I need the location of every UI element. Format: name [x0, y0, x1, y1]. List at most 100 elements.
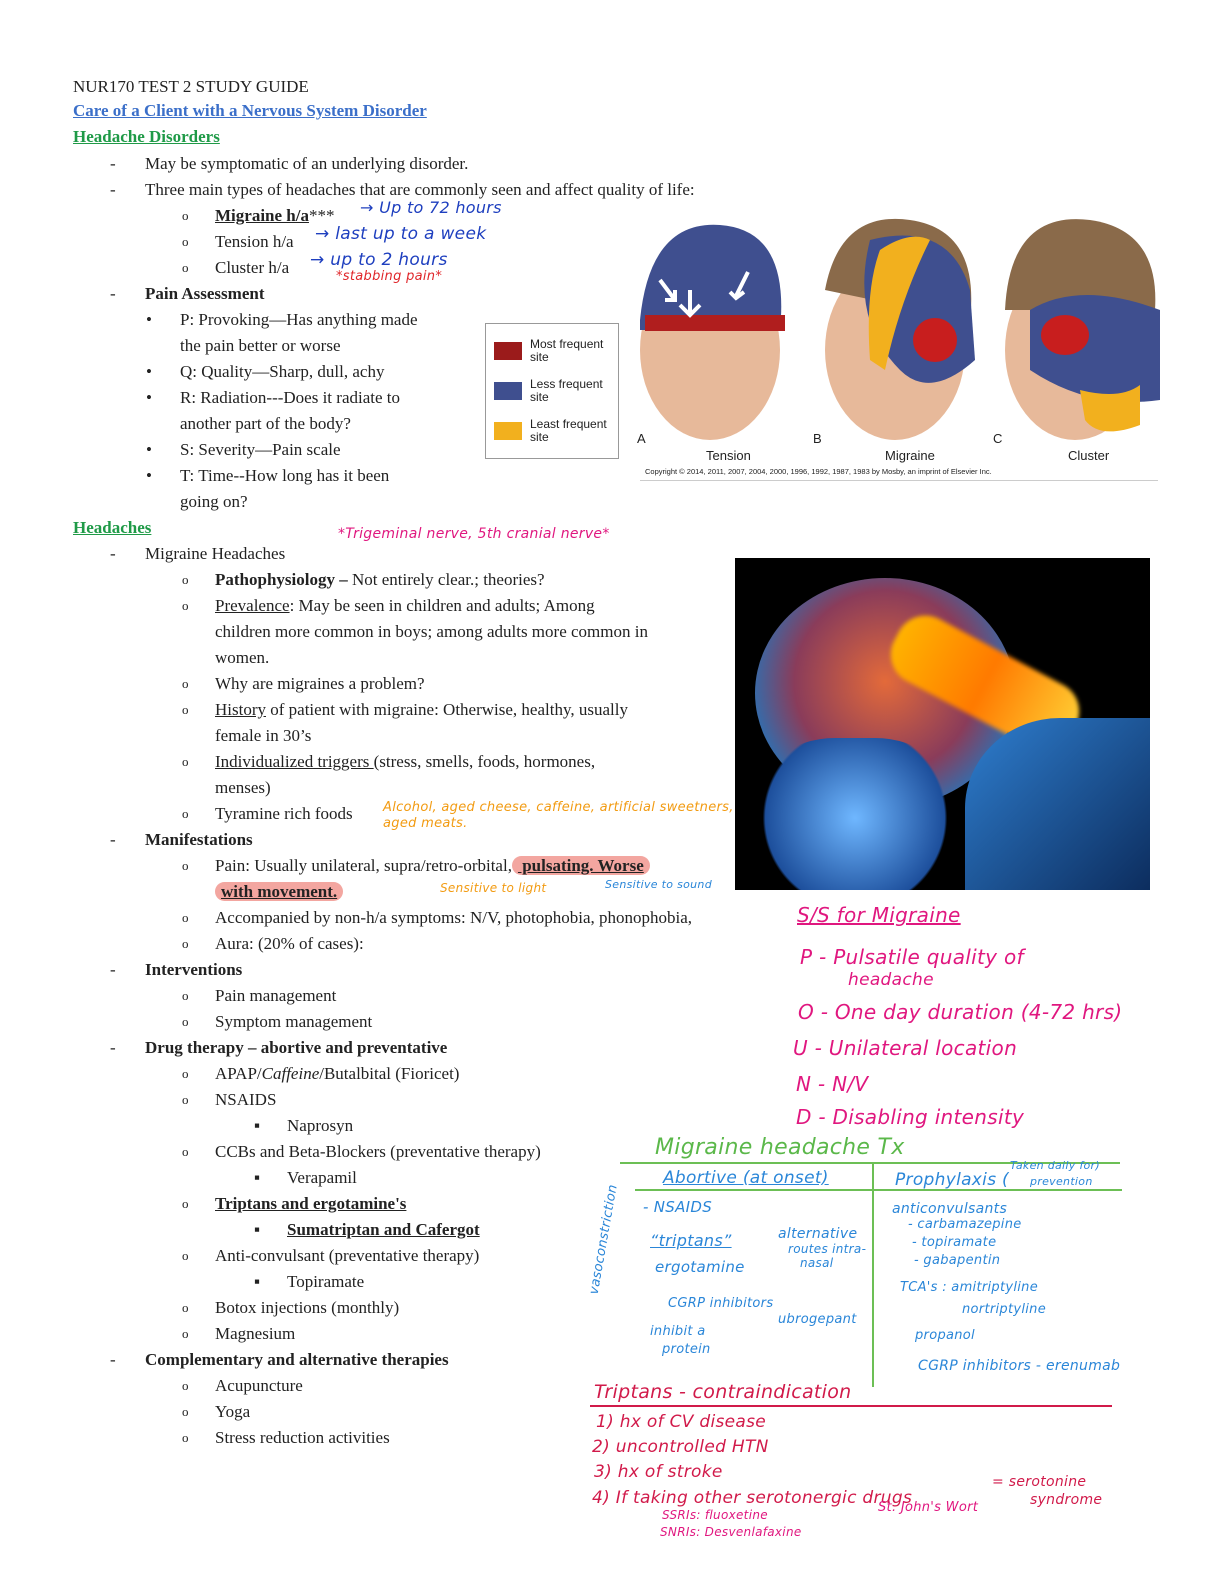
tx-note: Taken daily for)	[1010, 1159, 1100, 1172]
line-text: (stress, smells, foods, hormones,	[373, 752, 596, 771]
line-text: T: Time--How long has it been	[180, 466, 390, 485]
bullet: o	[182, 1014, 189, 1029]
note-light: Sensitive to light	[440, 881, 547, 895]
bullet: -	[110, 960, 116, 979]
line-text: Pain management	[215, 986, 337, 1005]
contra-title: Triptans - contraindication	[594, 1381, 852, 1403]
tx-item: anticonvulsants	[892, 1201, 1008, 1217]
bullet: o	[182, 1430, 189, 1445]
line-text: Botox injections (monthly)	[215, 1298, 400, 1317]
note-trigeminal: *Trigeminal nerve, 5th cranial nerve*	[338, 526, 610, 542]
legend-swatch	[494, 422, 522, 440]
figure-legend: Most frequent site Less frequent site Le…	[485, 323, 619, 459]
line-text: pulsating. Worse	[511, 856, 650, 875]
bullet: ▪	[254, 1168, 261, 1187]
divider	[640, 480, 1158, 481]
line-text: Aura: (20% of cases):	[215, 934, 364, 953]
tx-item: ubrogepant	[778, 1312, 857, 1327]
bullet: o	[182, 1326, 189, 1341]
panel-label: Tension	[706, 448, 751, 463]
bullet: o	[182, 936, 189, 951]
subheading-headache-disorders: Headache Disorders	[73, 127, 220, 146]
note-sound: Sensitive to sound	[605, 878, 712, 891]
line-text: Drug therapy – abortive and preventative	[145, 1038, 448, 1057]
line-text: History	[215, 700, 266, 719]
tx-item: - carbamazepine	[908, 1217, 1022, 1232]
bullet: o	[182, 676, 189, 691]
line-text: : May be seen in children and adults; Am…	[289, 596, 595, 615]
bullet: o	[182, 208, 189, 223]
tx-item: - NSAIDS	[643, 1198, 713, 1216]
line-text: Pain: Usually unilateral, supra/retro-or…	[215, 856, 512, 875]
bullet: o	[182, 1404, 189, 1419]
head-cluster	[1005, 219, 1160, 440]
line-text: Manifestations	[145, 830, 253, 849]
tx-item: CGRP inhibitors	[668, 1296, 774, 1311]
bullet: o	[182, 1248, 189, 1263]
contra-note: SSRIs: fluoxetine	[662, 1508, 768, 1522]
line-text: Tension h/a	[215, 232, 294, 251]
bullet: ▪	[254, 1220, 261, 1239]
ss-item: O - One day duration (4-72 hrs)	[798, 1000, 1123, 1024]
tx-item: TCA's : amitriptyline	[900, 1280, 1039, 1295]
legend-label: Least frequent site	[530, 417, 607, 444]
ss-item: N - N/V	[796, 1072, 869, 1096]
bullet: -	[110, 284, 116, 303]
ss-item: U - Unilateral location	[793, 1036, 1018, 1060]
bullet: o	[182, 988, 189, 1003]
doc-title: NUR170 TEST 2 STUDY GUIDE	[73, 77, 309, 96]
bullet: o	[182, 1092, 189, 1107]
head-tension	[640, 224, 785, 440]
panel-label: Migraine	[885, 448, 935, 463]
tx-item: “triptans”	[650, 1231, 732, 1250]
line-text: NSAIDS	[215, 1090, 277, 1109]
tx-title: Migraine headache Tx	[655, 1135, 905, 1160]
panel-label: Cluster	[1068, 448, 1110, 463]
bullet: •	[146, 310, 152, 329]
bullet: o	[182, 572, 189, 587]
legend-swatch	[494, 342, 522, 360]
line-text: going on?	[180, 492, 248, 511]
ss-item: P - Pulsatile quality of	[800, 945, 1024, 969]
contra-note: syndrome	[1030, 1492, 1103, 1508]
line-text: the pain better or worse	[180, 336, 341, 355]
tx-item: CGRP inhibitors - erenumab	[918, 1358, 1121, 1374]
contra-item: 3) hx of stroke	[594, 1462, 723, 1482]
bullet: ▪	[254, 1116, 261, 1135]
bullet: -	[110, 544, 116, 563]
legend-label: Most frequent site	[530, 337, 604, 364]
headache-sites-illustration	[640, 218, 1160, 440]
bullet: -	[110, 830, 116, 849]
bullet: •	[146, 388, 152, 407]
tx-item: protein	[662, 1342, 711, 1357]
tx-item: nasal	[800, 1256, 834, 1270]
tx-item: - gabapentin	[914, 1253, 1001, 1268]
line-text: Complementary and alternative therapies	[145, 1350, 449, 1369]
line-text: Headaches	[73, 518, 152, 537]
ss-item: headache	[848, 970, 934, 990]
line-text: Verapamil	[287, 1168, 357, 1187]
line-text: Pathophysiology –	[215, 570, 348, 589]
bullet: o	[182, 1066, 189, 1081]
contra-note: St. John's Wort	[878, 1500, 979, 1515]
bullet: •	[146, 440, 152, 459]
line-text: another part of the body?	[180, 414, 351, 433]
line-text: Pain Assessment	[145, 284, 265, 303]
panel-letter: A	[637, 431, 646, 446]
line-text: women.	[215, 648, 270, 667]
line-text: Cluster h/a	[215, 258, 290, 277]
line-text: Symptom management	[215, 1012, 373, 1031]
line-text: Individualized triggers	[215, 752, 374, 771]
line-text: Q: Quality—Sharp, dull, achy	[180, 362, 385, 381]
legend-label: Less frequent site	[530, 377, 603, 404]
legend-swatch	[494, 382, 522, 400]
contra-item: 4) If taking other serotonergic drugs	[592, 1488, 913, 1508]
line-text: of patient with migraine: Otherwise, hea…	[266, 700, 628, 719]
bullet: o	[182, 1300, 189, 1315]
bullet: o	[182, 1144, 189, 1159]
line-text: Stress reduction activities	[215, 1428, 390, 1447]
contra-note: SNRIs: Desvenlafaxine	[660, 1525, 802, 1539]
line-text: Interventions	[145, 960, 243, 979]
ss-item: D - Disabling intensity	[796, 1105, 1025, 1129]
